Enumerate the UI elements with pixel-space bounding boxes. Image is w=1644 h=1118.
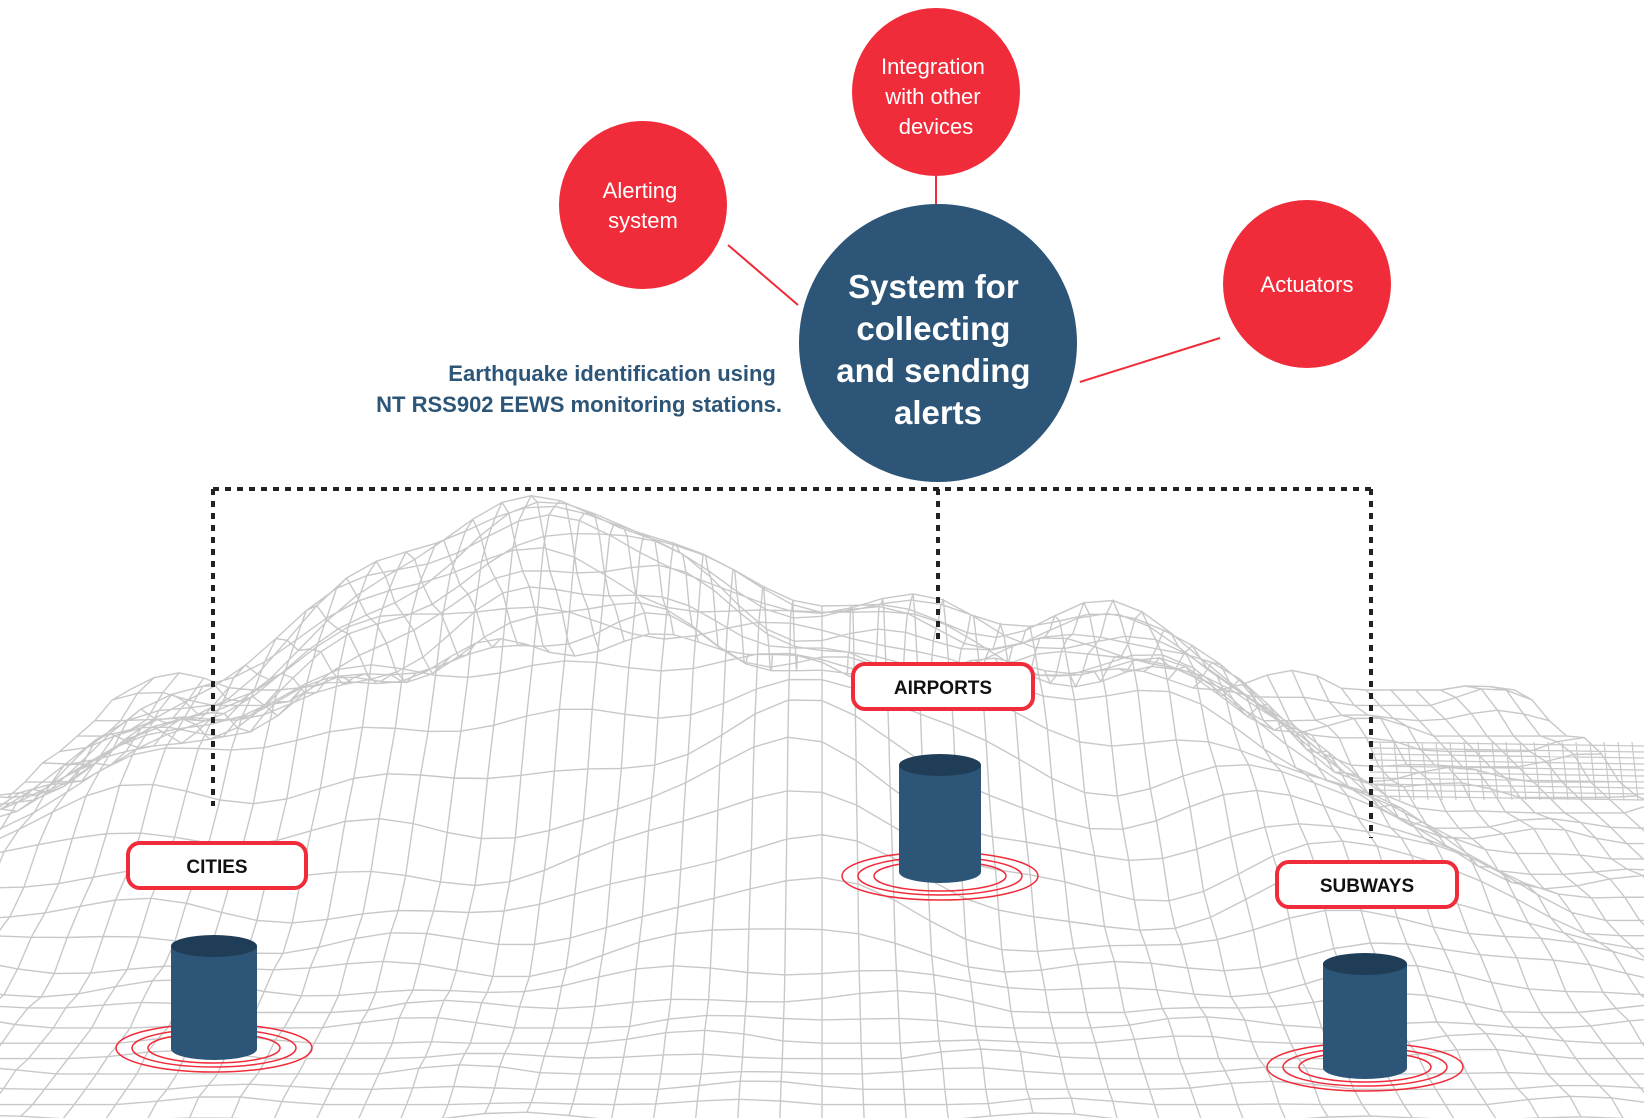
center-line-1: System for — [848, 268, 1019, 305]
cylinder-top — [1323, 953, 1407, 975]
red-node-alerting: Alerting system — [559, 121, 727, 289]
actuators-line-1: Actuators — [1261, 272, 1354, 297]
alerting-circle — [559, 121, 727, 289]
airports-label: AIRPORTS — [894, 678, 992, 699]
integration-line-1: Integration — [881, 54, 985, 79]
station-subways: SUBWAYS — [1266, 860, 1464, 1092]
svg-text:Alerting system: Alerting system — [603, 178, 684, 233]
red-node-actuators: Actuators — [1223, 200, 1391, 368]
svg-text:Actuators: Actuators — [1261, 272, 1354, 297]
center-line-3: and sending — [836, 352, 1030, 389]
label-box — [126, 841, 308, 890]
center-node: System for collecting and sending alerts — [799, 204, 1077, 482]
cylinder-body — [899, 765, 981, 883]
integration-line-2: with other — [884, 84, 980, 109]
integration-line-3: devices — [899, 114, 974, 139]
label-box — [851, 662, 1035, 711]
caption: Earthquake identification using NT RSS90… — [376, 361, 782, 417]
connector-actuators — [1079, 337, 1221, 383]
alerting-line-2: system — [608, 208, 678, 233]
svg-text:Integration with other: Integration with other devices — [881, 54, 991, 139]
center-circle — [799, 204, 1077, 482]
center-line-4: alerts — [894, 394, 982, 431]
station-cities: CITIES — [115, 841, 313, 1073]
terrain-mesh — [0, 494, 1644, 1118]
dotted-connectors — [211, 487, 1373, 838]
cities-label: CITIES — [186, 857, 247, 878]
cylinder-top — [171, 935, 257, 957]
cylinder-body — [171, 946, 257, 1060]
terrain-flat-grid — [1369, 741, 1644, 801]
actuators-circle — [1223, 200, 1391, 368]
center-line-2: collecting — [856, 310, 1010, 347]
caption-line-1: Earthquake identification using — [448, 361, 776, 386]
subways-label: SUBWAYS — [1320, 876, 1414, 897]
wireframe-terrain — [0, 494, 1644, 1118]
station-airports: AIRPORTS — [841, 662, 1039, 901]
red-connectors — [727, 176, 1221, 383]
cylinder-body — [1323, 964, 1407, 1079]
connector-alerting — [727, 244, 799, 306]
cylinder-top — [899, 754, 981, 776]
caption-line-2: NT RSS902 EEWS monitoring stations. — [376, 392, 782, 417]
alerting-line-1: Alerting — [603, 178, 678, 203]
integration-circle — [852, 8, 1020, 176]
svg-text:System for collecting: System for collecting and sending alerts — [836, 268, 1040, 431]
label-box — [1275, 860, 1459, 909]
red-node-integration: Integration with other devices — [852, 8, 1020, 176]
